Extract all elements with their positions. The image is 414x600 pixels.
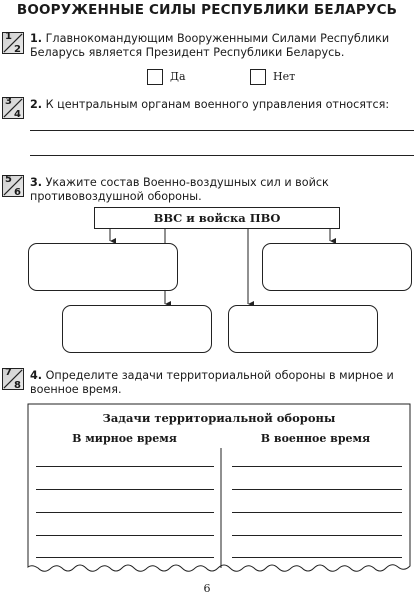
answer-line[interactable] xyxy=(30,155,414,156)
question-number: 1. xyxy=(30,32,43,45)
badge-number-top: 3 xyxy=(5,96,12,107)
question-4-text: 4. Определите задачи территориальной обо… xyxy=(30,369,414,397)
question-body: Укажите состав Военно-воздушных сил и во… xyxy=(30,176,329,203)
badge-divider-icon xyxy=(3,369,23,389)
question-body: Определите задачи территориальной оборон… xyxy=(30,369,394,396)
answer-line[interactable] xyxy=(232,557,402,558)
badge-number-top: 5 xyxy=(5,174,12,185)
diagram-root-label: ВВС и войска ПВО xyxy=(153,211,281,225)
diagram-answer-box-3[interactable] xyxy=(62,305,212,353)
badge-divider-icon xyxy=(3,176,23,196)
diagram-answer-box-2[interactable] xyxy=(262,243,412,291)
answer-line[interactable] xyxy=(36,535,214,536)
answer-line[interactable] xyxy=(36,489,214,490)
answer-no-checkbox[interactable] xyxy=(250,69,266,85)
table-title: Задачи территориальной обороны xyxy=(102,411,336,425)
badge-number-bottom: 6 xyxy=(14,187,21,198)
answer-yes-checkbox[interactable] xyxy=(147,69,163,85)
badge-number-bottom: 2 xyxy=(14,44,21,55)
badge-number-bottom: 4 xyxy=(14,109,21,120)
question-3-text: 3. Укажите состав Военно-воздушных сил и… xyxy=(30,176,414,204)
badge-number-top: 1 xyxy=(5,31,12,42)
answer-yes-label: Да xyxy=(170,70,186,83)
diagram-answer-box-4[interactable] xyxy=(228,305,378,353)
question-number: 2. xyxy=(30,98,43,111)
question-1-text: 1. Главнокомандующим Вооруженными Силами… xyxy=(30,32,414,60)
task-level-badge: 5 6 xyxy=(2,174,24,198)
badge-divider-icon xyxy=(3,33,23,53)
task-level-badge: 1 2 xyxy=(2,31,24,55)
question-number: 3. xyxy=(30,176,43,189)
badge-number-bottom: 8 xyxy=(14,380,21,391)
answer-line[interactable] xyxy=(232,535,402,536)
page-number: 6 xyxy=(203,582,211,595)
answer-no-label: Нет xyxy=(273,70,296,83)
question-body: Главнокомандующим Вооруженными Силами Ре… xyxy=(30,32,390,59)
answer-line[interactable] xyxy=(36,512,214,513)
diagram-answer-box-1[interactable] xyxy=(28,243,178,291)
task-level-badge: 7 8 xyxy=(2,367,24,391)
answer-line[interactable] xyxy=(232,489,402,490)
answer-line[interactable] xyxy=(232,466,402,467)
table-column-peacetime: В мирное время xyxy=(72,432,177,445)
page-title: ВООРУЖЕННЫЕ СИЛЫ РЕСПУБЛИКИ БЕЛАРУСЬ xyxy=(16,2,398,18)
task-level-badge: 3 4 xyxy=(2,96,24,120)
question-number: 4. xyxy=(30,369,43,382)
answer-line[interactable] xyxy=(36,466,214,467)
answer-line[interactable] xyxy=(232,512,402,513)
diagram-root-box: ВВС и войска ПВО xyxy=(94,207,340,229)
table-column-wartime: В военное время xyxy=(260,432,371,445)
answer-line[interactable] xyxy=(30,130,414,131)
question-2-text: 2. К центральным органам военного управл… xyxy=(30,98,414,112)
question-body: К центральным органам военного управлени… xyxy=(45,98,390,111)
answer-line[interactable] xyxy=(36,557,214,558)
badge-number-top: 7 xyxy=(5,367,12,378)
badge-divider-icon xyxy=(3,98,23,118)
